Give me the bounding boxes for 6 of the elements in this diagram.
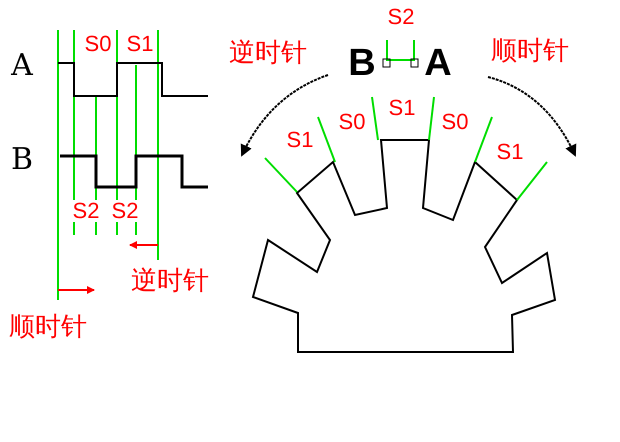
state-label: S2 bbox=[72, 200, 100, 222]
direction-label: 逆时针 bbox=[229, 39, 307, 65]
direction-label: 顺时针 bbox=[491, 37, 569, 63]
direction-label: 顺时针 bbox=[9, 313, 87, 339]
direction-label: 逆时针 bbox=[131, 267, 209, 293]
state-label: S2 bbox=[112, 200, 138, 222]
